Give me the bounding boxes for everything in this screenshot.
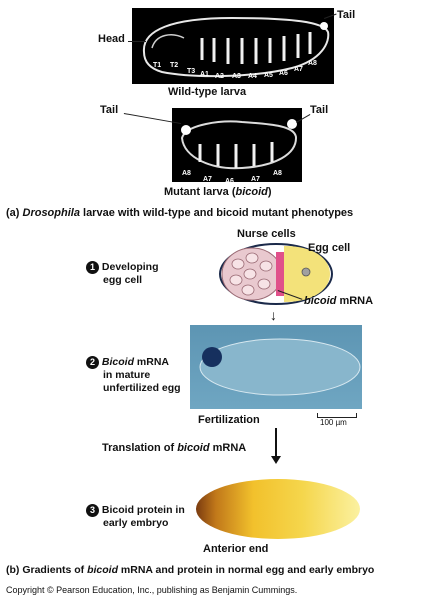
wild-type-larva-drawing (142, 16, 330, 78)
early-embryo-image (190, 471, 362, 547)
step3-label: 3 Bicoid protein in early embryo (86, 504, 185, 530)
segment-label: A7 (203, 176, 212, 183)
segment-label: A8 (308, 60, 317, 67)
segment-label: A7 (294, 66, 303, 73)
step1-number: 1 (86, 261, 99, 274)
nurse-cells-label: Nurse cells (237, 228, 296, 240)
segment-label: A2 (215, 73, 224, 80)
early-embryo-drawing (196, 479, 360, 539)
scale-bar (317, 413, 357, 418)
mutant-tail-right-label: Tail (310, 104, 329, 116)
unfertilized-egg-image (190, 325, 362, 409)
anterior-end-label: Anterior end (203, 543, 269, 555)
mutant-larva-drawing (180, 119, 298, 170)
wild-type-title: Wild-type larva (168, 86, 247, 98)
segment-label: T1 (153, 62, 162, 69)
mutant-title: Mutant larva (bicoid) (164, 186, 272, 198)
step2-label: 2 Bicoid mRNA in mature unfertilized egg (86, 356, 181, 395)
wild-type-larva-image (132, 8, 334, 84)
segment-label: A6 (225, 178, 234, 185)
segment-label: A4 (248, 73, 257, 80)
egg-chamber-drawing (219, 243, 333, 305)
head-pointer (128, 41, 146, 42)
segment-label: A6 (279, 70, 288, 77)
caption-b: (b) Gradients of bicoid mRNA and protein… (6, 564, 375, 576)
segment-label: A8 (273, 170, 282, 177)
copyright-text: Copyright © Pearson Education, Inc., pub… (6, 585, 298, 595)
mutant-larva-image (172, 108, 302, 182)
segment-label: A8 (182, 170, 191, 177)
egg-chamber-diagram (218, 242, 334, 306)
step1-label: 1 Developing egg cell (86, 261, 159, 287)
segment-label: T2 (170, 62, 179, 69)
segment-label: A7 (251, 176, 260, 183)
step2-number: 2 (86, 356, 99, 369)
fertilization-label: Fertilization (198, 414, 260, 426)
translation-arrow-head (271, 456, 281, 464)
step3-number: 3 (86, 504, 99, 517)
segment-label: T3 (187, 68, 196, 75)
unfertilized-egg-drawing (199, 338, 361, 396)
segment-label: A3 (232, 73, 241, 80)
head-label: Head (98, 33, 125, 45)
down-arrow-1: ↓ (270, 307, 277, 323)
tail-label: Tail (337, 9, 356, 21)
bicoid-mrna-label: bicoid mRNA (304, 295, 374, 307)
egg-cell-label: Egg cell (308, 242, 351, 254)
scale-label: 100 µm (320, 418, 347, 427)
translation-arrow-line (275, 428, 277, 456)
mutant-tail-left-label: Tail (100, 104, 119, 116)
translation-label: Translation of bicoid mRNA (102, 442, 247, 454)
caption-a: (a) Drosophila larvae with wild-type and… (6, 207, 354, 219)
segment-label: A5 (264, 72, 273, 79)
segment-label: A1 (200, 71, 209, 78)
